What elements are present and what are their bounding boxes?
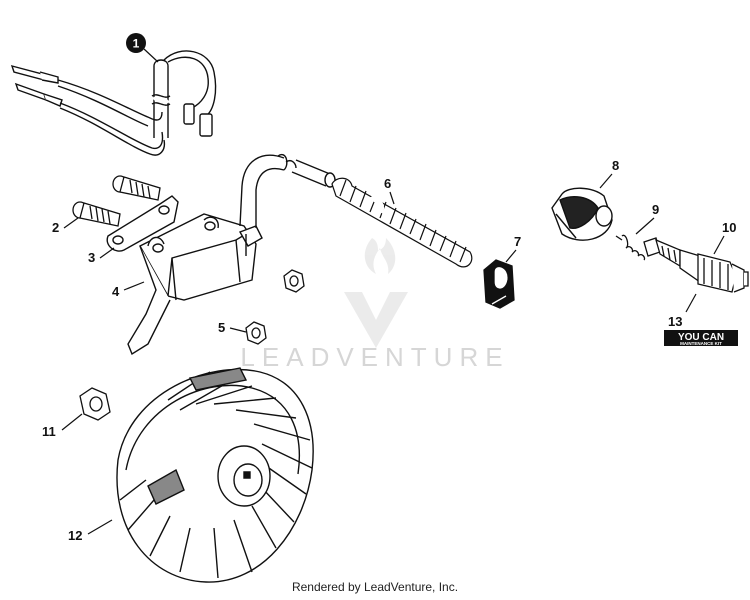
part-1-wire-harness[interactable]: [10, 50, 217, 156]
part-3-bracket-plate[interactable]: [106, 195, 179, 252]
callout-2-label: 2: [52, 220, 59, 235]
callout-2[interactable]: 2: [52, 217, 79, 235]
callout-13-label: 13: [668, 314, 682, 329]
spark-plug-lead: [239, 153, 336, 228]
part-2-screw[interactable]: [72, 201, 121, 227]
callout-6-label: 6: [384, 176, 391, 191]
part-13-maintenance-kit-badge[interactable]: YOU CAN MAINTENANCE KIT: [664, 330, 738, 346]
part-12-flywheel[interactable]: [116, 367, 314, 583]
part-6-boot[interactable]: [331, 177, 473, 268]
part-9-spring[interactable]: [615, 234, 646, 261]
callout-3[interactable]: 3: [88, 247, 115, 265]
part-11-flywheel-nut[interactable]: [79, 387, 111, 421]
callout-5-label: 5: [218, 320, 225, 335]
callout-8-label: 8: [612, 158, 619, 173]
callout-13[interactable]: 13: [668, 293, 697, 329]
callout-12-label: 12: [68, 528, 82, 543]
callout-9[interactable]: 9: [635, 202, 659, 235]
callout-3-label: 3: [88, 250, 95, 265]
callout-9-label: 9: [652, 202, 659, 217]
kit-badge-title: YOU CAN: [678, 332, 724, 343]
watermark-text: LEADVENTURE: [240, 342, 509, 372]
callout-4-label: 4: [112, 284, 120, 299]
part-10-spark-plug[interactable]: [643, 237, 749, 293]
callout-8[interactable]: 8: [599, 158, 619, 189]
callout-1-label: 1: [133, 37, 140, 51]
callout-11-label: 11: [42, 424, 56, 439]
callout-7[interactable]: 7: [505, 234, 521, 263]
callout-4[interactable]: 4: [112, 281, 145, 299]
part-5-nuts[interactable]: [245, 269, 305, 345]
footer-credit: Rendered by LeadVenture, Inc.: [291, 580, 459, 594]
kit-badge-subtitle: MAINTENANCE KIT: [680, 341, 722, 346]
callout-6[interactable]: 6: [384, 176, 395, 205]
part-7-grommet[interactable]: [483, 259, 515, 309]
part-4-ignition-coil[interactable]: [127, 213, 263, 356]
part-8-plug-cap[interactable]: [551, 187, 613, 241]
callout-5[interactable]: 5: [218, 320, 247, 335]
leadventure-watermark-logo: [344, 238, 408, 348]
callout-7-label: 7: [514, 234, 521, 249]
part-2-screw-upper[interactable]: [112, 175, 161, 201]
callout-12[interactable]: 12: [68, 519, 113, 543]
callout-10-label: 10: [722, 220, 736, 235]
callout-11[interactable]: 11: [42, 413, 83, 439]
callout-10[interactable]: 10: [713, 220, 736, 255]
callout-1[interactable]: 1: [126, 33, 159, 63]
